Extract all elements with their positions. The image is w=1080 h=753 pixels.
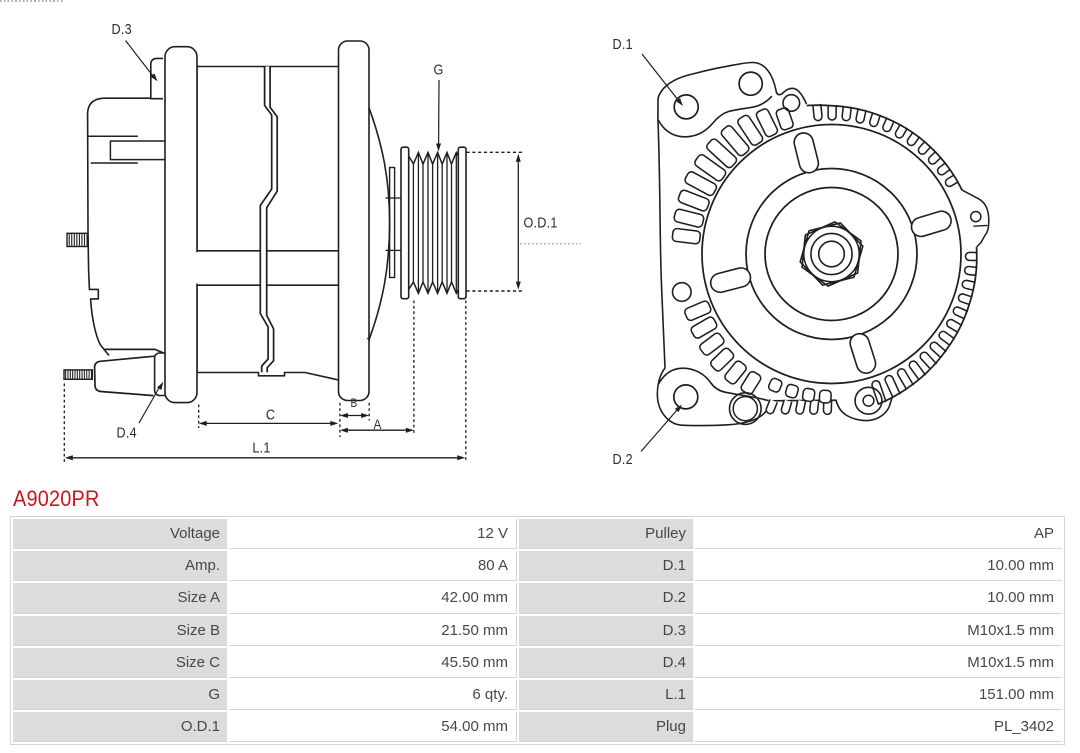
svg-text:D.3: D.3 <box>112 20 132 37</box>
svg-text:B: B <box>351 397 358 410</box>
svg-text:L.1: L.1 <box>252 438 270 455</box>
svg-text:D.4: D.4 <box>117 423 137 440</box>
svg-text:A: A <box>373 416 381 432</box>
svg-text:D.2: D.2 <box>613 450 633 467</box>
svg-text:C: C <box>266 405 275 422</box>
svg-text:D.1: D.1 <box>613 35 633 52</box>
svg-text:G: G <box>433 60 443 77</box>
svg-text:O.D.1: O.D.1 <box>524 213 558 230</box>
